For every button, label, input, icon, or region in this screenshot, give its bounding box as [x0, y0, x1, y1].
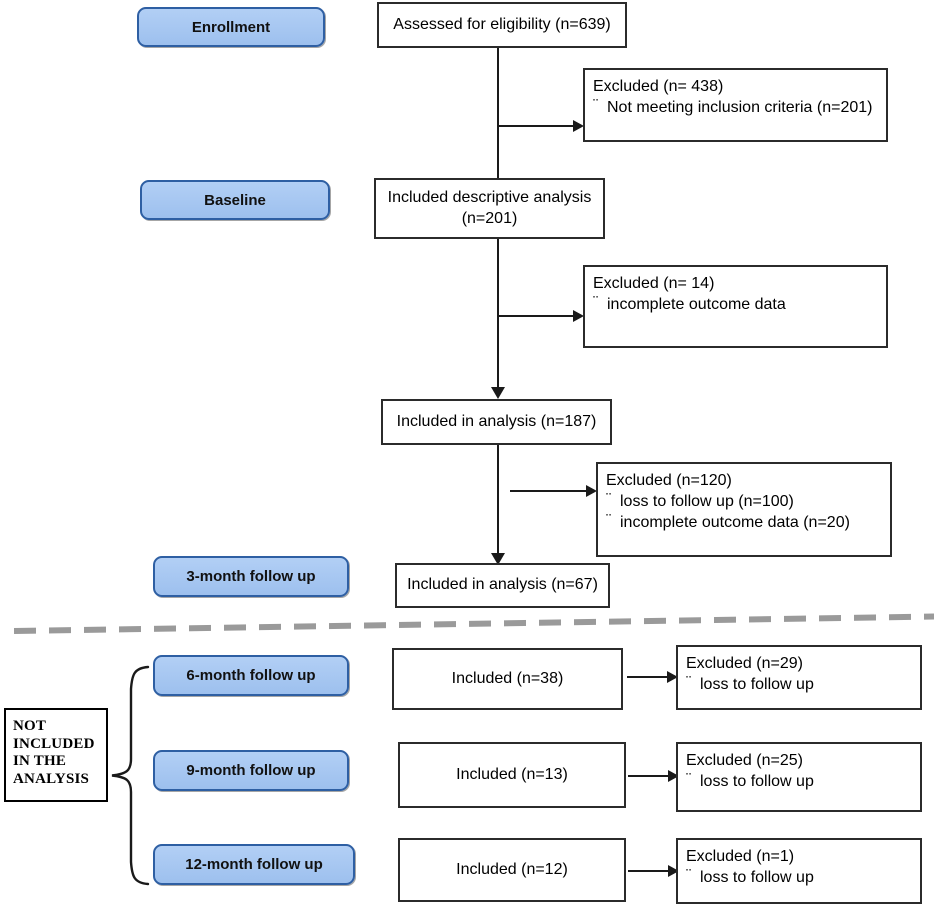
section-divider-dashed — [13, 613, 934, 634]
excluded-25-item-0: ¨loss to follow up — [686, 770, 814, 790]
stage-followup-3month[interactable]: 3-month follow up — [153, 556, 349, 597]
bullet-glyph-icon: ¨ — [686, 866, 692, 884]
included-descriptive-line-2: (n=201) — [461, 209, 518, 227]
excluded-438-heading: Excluded (n= 438) — [593, 78, 724, 95]
stage-followup-6month-label: 6-month follow up — [186, 667, 316, 684]
stage-baseline[interactable]: Baseline — [140, 180, 330, 220]
node-excluded-438: Excluded (n= 438) ¨Not meeting inclusion… — [583, 68, 888, 142]
not-included-line-3: IN THE — [13, 753, 67, 770]
node-excluded-14: Excluded (n= 14) ¨incomplete outcome dat… — [583, 265, 888, 348]
arrowhead-included-67 — [491, 553, 505, 565]
node-assessed-for-eligibility: Assessed for eligibility (n=639) — [377, 2, 627, 48]
stage-followup-12month[interactable]: 12-month follow up — [153, 844, 355, 885]
stage-enrollment[interactable]: Enrollment — [137, 7, 325, 47]
connector-13-to-excluded-25 — [628, 775, 670, 777]
stage-followup-12month-label: 12-month follow up — [185, 856, 323, 873]
node-excluded-1: Excluded (n=1) ¨loss to follow up — [676, 838, 922, 904]
included-67-label: Included in analysis (n=67) — [407, 576, 598, 594]
included-38-label: Included (n=38) — [451, 669, 564, 687]
connector-assessed-to-baseline — [497, 48, 499, 178]
bullet-glyph-icon: ¨ — [686, 770, 692, 788]
grouping-brace — [108, 663, 150, 888]
stage-followup-9month-label: 9-month follow up — [186, 762, 316, 779]
excluded-14-item-0: ¨incomplete outcome data — [593, 293, 786, 313]
connector-to-excluded-120 — [510, 490, 588, 492]
excluded-120-item-0: ¨loss to follow up (n=100) — [606, 490, 794, 510]
included-187-label: Included in analysis (n=187) — [396, 412, 597, 430]
bullet-glyph-icon: ¨ — [593, 293, 599, 311]
excluded-25-heading: Excluded (n=25) — [686, 752, 803, 769]
excluded-1-heading: Excluded (n=1) — [686, 848, 795, 865]
node-included-38: Included (n=38) — [392, 648, 623, 710]
included-12-label: Included (n=12) — [456, 860, 568, 878]
excluded-29-item-0: ¨loss to follow up — [686, 673, 814, 693]
not-included-line-4: ANALYSIS — [13, 771, 90, 788]
connector-to-excluded-438 — [497, 125, 575, 127]
node-included-13: Included (n=13) — [398, 742, 626, 808]
excluded-29-heading: Excluded (n=29) — [686, 655, 803, 672]
excluded-120-item-1: ¨incomplete outcome data (n=20) — [606, 511, 850, 531]
not-included-line-1: NOT — [13, 718, 47, 734]
stage-followup-9month[interactable]: 9-month follow up — [153, 750, 349, 791]
connector-38-to-excluded-29 — [627, 676, 669, 678]
node-assessed-label: Assessed for eligibility (n=639) — [393, 15, 611, 33]
arrowhead-excluded-120 — [586, 485, 597, 497]
stage-baseline-label: Baseline — [204, 191, 266, 209]
arrowhead-excluded-1 — [668, 865, 679, 877]
bullet-glyph-icon: ¨ — [606, 490, 612, 508]
node-included-12: Included (n=12) — [398, 838, 626, 902]
node-included-descriptive: Included descriptive analysis (n=201) — [374, 178, 605, 239]
arrowhead-excluded-438 — [573, 120, 584, 132]
excluded-14-heading: Excluded (n= 14) — [593, 275, 715, 292]
arrowhead-excluded-25 — [668, 770, 679, 782]
node-excluded-25: Excluded (n=25) ¨loss to follow up — [676, 742, 922, 812]
excluded-1-item-0: ¨loss to follow up — [686, 866, 814, 886]
node-included-187: Included in analysis (n=187) — [381, 399, 612, 445]
node-excluded-29: Excluded (n=29) ¨loss to follow up — [676, 645, 922, 710]
stage-followup-6month[interactable]: 6-month follow up — [153, 655, 349, 696]
node-excluded-120: Excluded (n=120) ¨loss to follow up (n=1… — [596, 462, 892, 557]
arrowhead-excluded-29 — [667, 671, 678, 683]
included-descriptive-line-1: Included descriptive analysis — [387, 188, 592, 206]
stage-followup-3month-label: 3-month follow up — [186, 568, 316, 585]
excluded-120-heading: Excluded (n=120) — [606, 472, 732, 489]
connector-12-to-excluded-1 — [628, 870, 670, 872]
arrowhead-excluded-14 — [573, 310, 584, 322]
bullet-glyph-icon: ¨ — [686, 673, 692, 691]
excluded-438-item-0: ¨Not meeting inclusion criteria (n=201) — [593, 96, 873, 116]
bullet-glyph-icon: ¨ — [593, 96, 599, 114]
connector-187-to-67 — [497, 445, 499, 560]
node-not-included-in-analysis: NOT INCLUDED IN THE ANALYSIS — [4, 708, 108, 802]
not-included-line-2: INCLUDED — [13, 735, 95, 752]
arrowhead-included-187 — [491, 387, 505, 399]
bullet-glyph-icon: ¨ — [606, 511, 612, 529]
node-included-67: Included in analysis (n=67) — [395, 563, 610, 608]
included-13-label: Included (n=13) — [456, 765, 568, 783]
stage-enrollment-label: Enrollment — [191, 18, 271, 36]
connector-to-excluded-14 — [497, 315, 575, 317]
